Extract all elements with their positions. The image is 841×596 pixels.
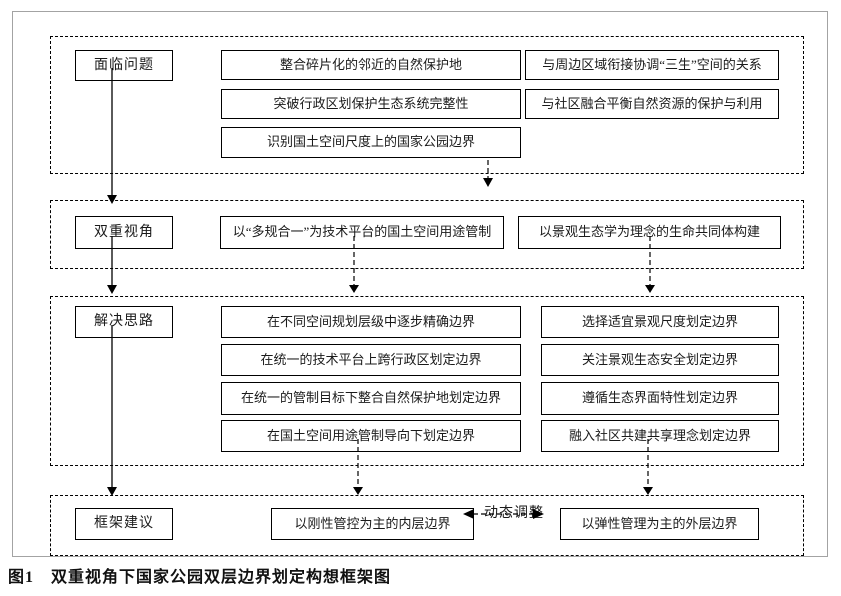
solution-item-7: 遵循生态界面特性划定边界 xyxy=(541,382,779,415)
solution-item-6: 关注景观生态安全划定边界 xyxy=(541,344,779,376)
label-box-problems: 面临问题 xyxy=(75,50,173,81)
problem-item-2: 突破行政区划保护生态系统完整性 xyxy=(221,89,521,119)
section-framework-frame xyxy=(50,495,804,556)
solution-item-4: 在国土空间用途管制导向下划定边界 xyxy=(221,420,521,452)
perspective-item-1: 以“多规合一”为技术平台的国土空间用途管制 xyxy=(220,216,504,249)
problem-item-4: 与周边区域衔接协调“三生”空间的关系 xyxy=(525,50,779,80)
dynamic-adjust-label: 动态调整 xyxy=(484,506,544,521)
solution-item-2: 在统一的技术平台上跨行政区划定边界 xyxy=(221,344,521,376)
label-box-framework: 框架建议 xyxy=(75,508,173,540)
section-solutions-frame xyxy=(50,296,804,466)
problem-item-5: 与社区融合平衡自然资源的保护与利用 xyxy=(525,89,779,119)
label-box-solutions: 解决思路 xyxy=(75,306,173,338)
figure-frame: 面临问题 双重视角 解决思路 框架建议 整合碎片化的邻近的自然保护地 突破行政区… xyxy=(12,11,828,557)
solution-item-3: 在统一的管制目标下整合自然保护地划定边界 xyxy=(221,382,521,415)
framework-inner-boundary-box: 以刚性管控为主的内层边界 xyxy=(271,508,474,540)
solution-item-5: 选择适宜景观尺度划定边界 xyxy=(541,306,779,338)
solution-item-1: 在不同空间规划层级中逐步精确边界 xyxy=(221,306,521,338)
label-box-perspectives: 双重视角 xyxy=(75,216,173,249)
solution-item-8: 融入社区共建共享理念划定边界 xyxy=(541,420,779,452)
problem-item-1: 整合碎片化的邻近的自然保护地 xyxy=(221,50,521,80)
figure-caption: 图1 双重视角下国家公园双层边界划定构想框架图 xyxy=(8,569,392,586)
perspective-item-2: 以景观生态学为理念的生命共同体构建 xyxy=(518,216,781,249)
section-problems-frame xyxy=(50,36,804,174)
problem-item-3: 识别国土空间尺度上的国家公园边界 xyxy=(221,127,521,158)
framework-outer-boundary-box: 以弹性管理为主的外层边界 xyxy=(560,508,759,540)
section-perspectives-frame xyxy=(50,200,804,269)
